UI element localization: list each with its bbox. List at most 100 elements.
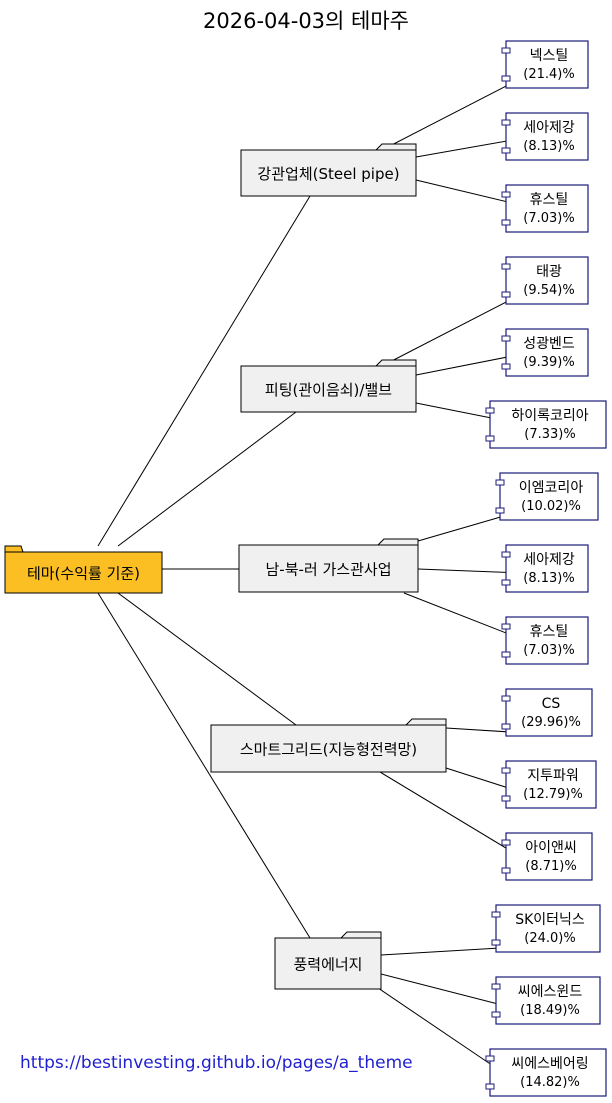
theme-label: 피팅(관이음쇠)/밸브	[265, 381, 392, 399]
component-port-icon	[501, 867, 511, 874]
theme-node: 스마트그리드(지능형전력망)	[210, 718, 447, 773]
stock-node: SK이터닉스(24.0)%	[491, 904, 601, 953]
theme-to-stock-line	[403, 592, 511, 635]
component-port-icon	[495, 479, 505, 486]
stock-component-body	[489, 1048, 607, 1097]
component-port-icon	[501, 767, 511, 774]
component-port-icon	[501, 191, 511, 198]
component-port-icon	[501, 723, 511, 730]
component-port-icon	[501, 335, 511, 342]
theme-to-stock-line	[415, 179, 511, 203]
component-port-icon	[501, 219, 511, 226]
component-port-icon	[501, 623, 511, 630]
stock-component-body	[495, 904, 601, 953]
stock-node: 세아제강(8.13)%	[501, 112, 589, 161]
stock-component-body	[489, 400, 607, 449]
stock-return: (8.13)%	[523, 571, 574, 586]
stock-node: 성광벤드 (9.39)%	[501, 328, 589, 377]
stock-return: (21.4)%	[523, 67, 574, 82]
theme-to-stock-line	[380, 973, 501, 1005]
theme-to-stock-line	[381, 299, 511, 367]
stock-node: 씨에스윈드(18.49)%	[491, 976, 601, 1025]
stock-name: 세아제강	[523, 552, 575, 568]
theme-to-stock-line	[381, 83, 511, 151]
stock-name: SK이터닉스	[515, 912, 585, 928]
theme-label: 스마트그리드(지능형전력망)	[240, 741, 417, 759]
stock-return: (9.54)%	[523, 283, 574, 298]
component-port-icon	[501, 795, 511, 802]
stock-component-body	[495, 976, 601, 1025]
component-port-icon	[501, 119, 511, 126]
component-port-icon	[501, 147, 511, 154]
theme-folder-tab	[374, 143, 417, 151]
stock-name: 넥스틸	[530, 48, 569, 64]
root-to-theme-line	[117, 592, 297, 726]
theme-folder-body	[240, 149, 417, 197]
stock-node: 하이록코리아(7.33)%	[485, 400, 607, 449]
component-port-icon	[501, 579, 511, 586]
stock-node: 이엠코리아(10.02)%	[495, 472, 599, 521]
stock-name: CS	[542, 696, 561, 712]
theme-folder-body	[240, 365, 417, 413]
stock-node: 휴스틸 (7.03)%	[501, 184, 589, 233]
stock-name: 휴스틸	[530, 192, 569, 208]
theme-to-stock-line	[379, 771, 511, 851]
stock-component-body	[505, 544, 589, 593]
stock-component-body	[505, 616, 589, 665]
stock-component-body	[505, 832, 593, 881]
root-node: 테마(수익률 기준)	[4, 545, 163, 594]
stock-return: (9.39)%	[523, 355, 574, 370]
theme-to-stock-line	[415, 140, 511, 158]
stock-return: (7.03)%	[523, 211, 574, 226]
theme-node: 피팅(관이음쇠)/밸브	[240, 359, 417, 413]
root-to-theme-line	[117, 411, 297, 547]
theme-folder-body	[274, 937, 382, 990]
component-port-icon	[491, 939, 501, 946]
component-port-icon	[491, 983, 501, 990]
stock-node: 지투파워 (12.79)%	[501, 760, 597, 809]
stock-component-body	[505, 760, 597, 809]
theme-to-stock-line	[377, 987, 495, 1067]
stock-node: 아이앤씨(8.71)%	[501, 832, 593, 881]
component-port-icon	[501, 263, 511, 270]
component-port-icon	[501, 695, 511, 702]
stock-name: 하이록코리아	[511, 408, 588, 424]
theme-to-stock-line	[415, 356, 511, 376]
theme-label: 남-북-러 가스관사업	[266, 561, 392, 579]
theme-to-stock-line	[380, 947, 501, 956]
stock-node: 세아제강 (8.13)%	[501, 544, 589, 593]
stock-name: 씨에스베어링	[511, 1056, 588, 1072]
stock-node: 태광(9.54)%	[501, 256, 589, 305]
component-port-icon	[501, 839, 511, 846]
component-port-icon	[491, 911, 501, 918]
stock-return: (12.79)%	[523, 787, 583, 802]
stock-node: 씨에스베어링 (14.82)%	[485, 1048, 607, 1097]
diagram-nodes: 테마(수익률 기준) 강관업체(Steel pipe) 넥스틸 (21.4)% 세아제강…	[4, 40, 607, 1097]
stock-name: 지투파워	[527, 768, 579, 784]
stock-name: 아이앤씨	[525, 840, 577, 856]
theme-node: 강관업체(Steel pipe)	[240, 143, 417, 197]
root-to-theme-line	[97, 195, 311, 547]
connector-lines	[97, 83, 511, 1067]
theme-node: 풍력에너지	[274, 931, 382, 990]
stock-return: (8.13)%	[523, 139, 574, 154]
theme-node: 남-북-러 가스관사업	[238, 538, 419, 593]
stock-component-body	[505, 328, 589, 377]
theme-to-stock-line	[417, 515, 505, 542]
theme-to-stock-line	[445, 727, 511, 733]
theme-label: 강관업체(Steel pipe)	[257, 165, 399, 183]
component-port-icon	[485, 1055, 495, 1062]
component-port-icon	[501, 75, 511, 82]
stock-return: (18.49)%	[520, 1003, 580, 1018]
stock-return: (7.03)%	[523, 643, 574, 658]
component-port-icon	[495, 507, 505, 514]
theme-to-stock-line	[417, 568, 511, 573]
stock-return: (14.82)%	[520, 1075, 580, 1090]
footer-link[interactable]: https://bestinvesting.github.io/pages/a_…	[20, 1053, 413, 1073]
stock-name: 성광벤드	[523, 336, 575, 352]
stock-name: 이엠코리아	[519, 480, 584, 496]
theme-folder-tab	[404, 718, 447, 726]
stock-component-body	[505, 184, 589, 233]
component-port-icon	[501, 291, 511, 298]
